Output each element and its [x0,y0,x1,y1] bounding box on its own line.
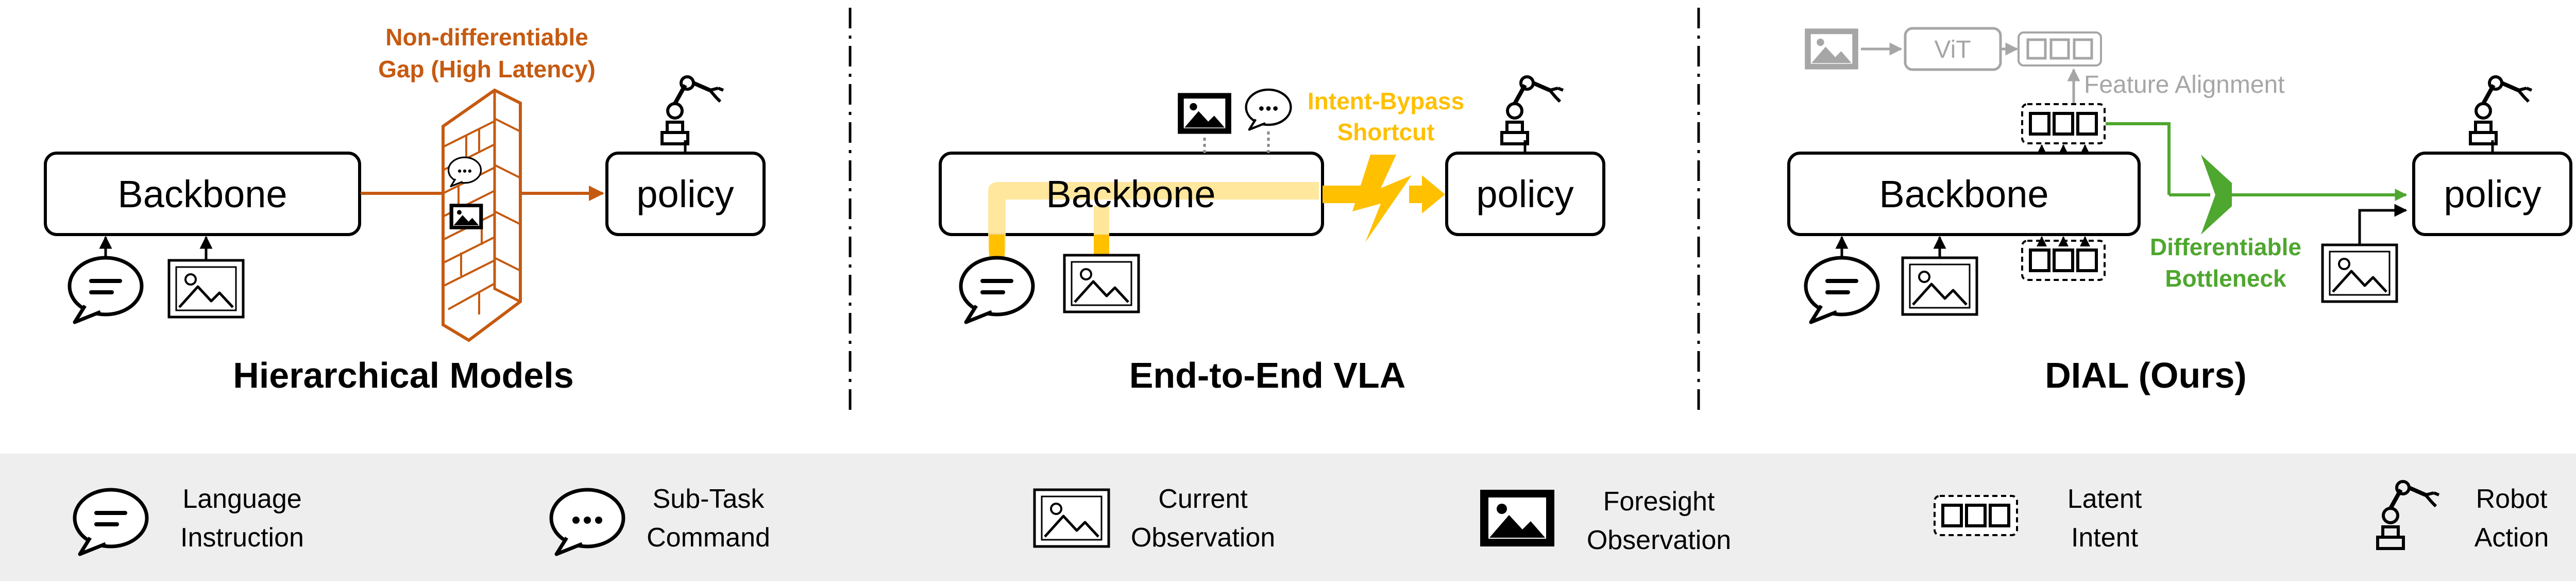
current-observation-icon [1903,258,1977,314]
shortcut-label-line1: Intent-Bypass [1308,88,1464,114]
backbone-box [1787,152,2141,236]
policy-label: policy [636,173,734,215]
latent-intent-icon [1935,496,2017,535]
foresight-observation-icon [1178,93,1231,134]
gap-label-line1: Non-differentiable [385,24,588,51]
legend-label-line2: Observation [1587,525,1731,555]
vit-feature-tokens [2018,31,2102,67]
bottleneck-label-line2: Bottleneck [2165,265,2286,292]
brick-wall-icon [442,88,522,342]
legend-item-robot-action: Robot Action [2378,482,2549,553]
gap-label-line2: Gap (High Latency) [378,56,596,82]
legend-label-line1: Language [182,484,301,514]
latent-intent-output [2022,104,2105,143]
legend-label-line2: Action [2475,523,2549,553]
panel-e2e: Backbone policy Intent-Bypass Shortcut E… [939,77,1605,395]
policy-box [2412,152,2572,236]
shortcut-label-line2: Shortcut [1337,119,1434,145]
language-instruction-icon [961,258,1033,322]
legend-item-latent-intent: Latent Intent [1935,484,2142,553]
sub-task-command-icon [1246,90,1291,130]
legend-item-sub-task-command: Sub-Task Command [551,484,770,554]
policy-box [605,152,766,236]
vit-image-icon [1805,28,1858,70]
legend-label-line1: Foresight [1603,487,1715,517]
backbone-label: Backbone [1046,173,1215,215]
language-instruction-icon [70,258,142,322]
legend-label-line2: Intent [2071,523,2139,553]
legend-label-line1: Sub-Task [653,484,765,514]
foresight-observation-icon [1480,490,1554,546]
panel-dial: ViT Feature Alignment Backbone [1787,27,2572,395]
robot-action-icon [1502,77,1563,144]
legend-label-line2: Command [647,523,770,553]
robot-action-icon [662,77,723,144]
backbone-label: Backbone [1879,173,2048,215]
current-observation-icon [169,260,243,317]
lightning-bolt-icon [1352,155,1412,242]
feature-alignment-label: Feature Alignment [2084,71,2285,98]
current-observation-icon [1035,490,1109,546]
policy-box [1445,152,1605,236]
legend-label-line1: Robot [2476,484,2548,514]
legend-label-line1: Latent [2067,484,2142,514]
policy-label: policy [2444,173,2541,215]
bottleneck-funnel-icon [2201,155,2232,235]
panel-title-e2e: End-to-End VLA [1129,355,1406,395]
legend-item-language-instruction: Language Instruction [75,484,304,554]
panel-hierarchical: Backbone policy [44,24,766,395]
panel-title-hierarchical: Hierarchical Models [233,355,573,395]
legend-item-current-observation: Current Observation [1035,484,1275,553]
robot-action-icon [2470,77,2532,144]
vit-label: ViT [1934,36,1971,63]
backbone-label: Backbone [117,173,287,215]
bottleneck-label-line1: Differentiable [2150,234,2301,260]
legend-label-line2: Instruction [180,523,304,553]
panel-title-dial: DIAL (Ours) [2045,355,2247,395]
backbone-box [44,152,361,236]
current-observation-icon [2323,245,2397,302]
current-observation-icon [1064,255,1139,312]
legend-item-foresight-observation: Foresight Observation [1480,487,1731,555]
latent-intent-query [2022,241,2105,280]
legend: Language Instruction Sub-Task Command Cu… [0,454,2576,581]
legend-label-line1: Current [1158,484,1248,514]
legend-label-line2: Observation [1131,523,1275,553]
policy-label: policy [1476,173,1573,215]
legend-background [0,454,2576,581]
language-instruction-icon [1806,258,1878,322]
